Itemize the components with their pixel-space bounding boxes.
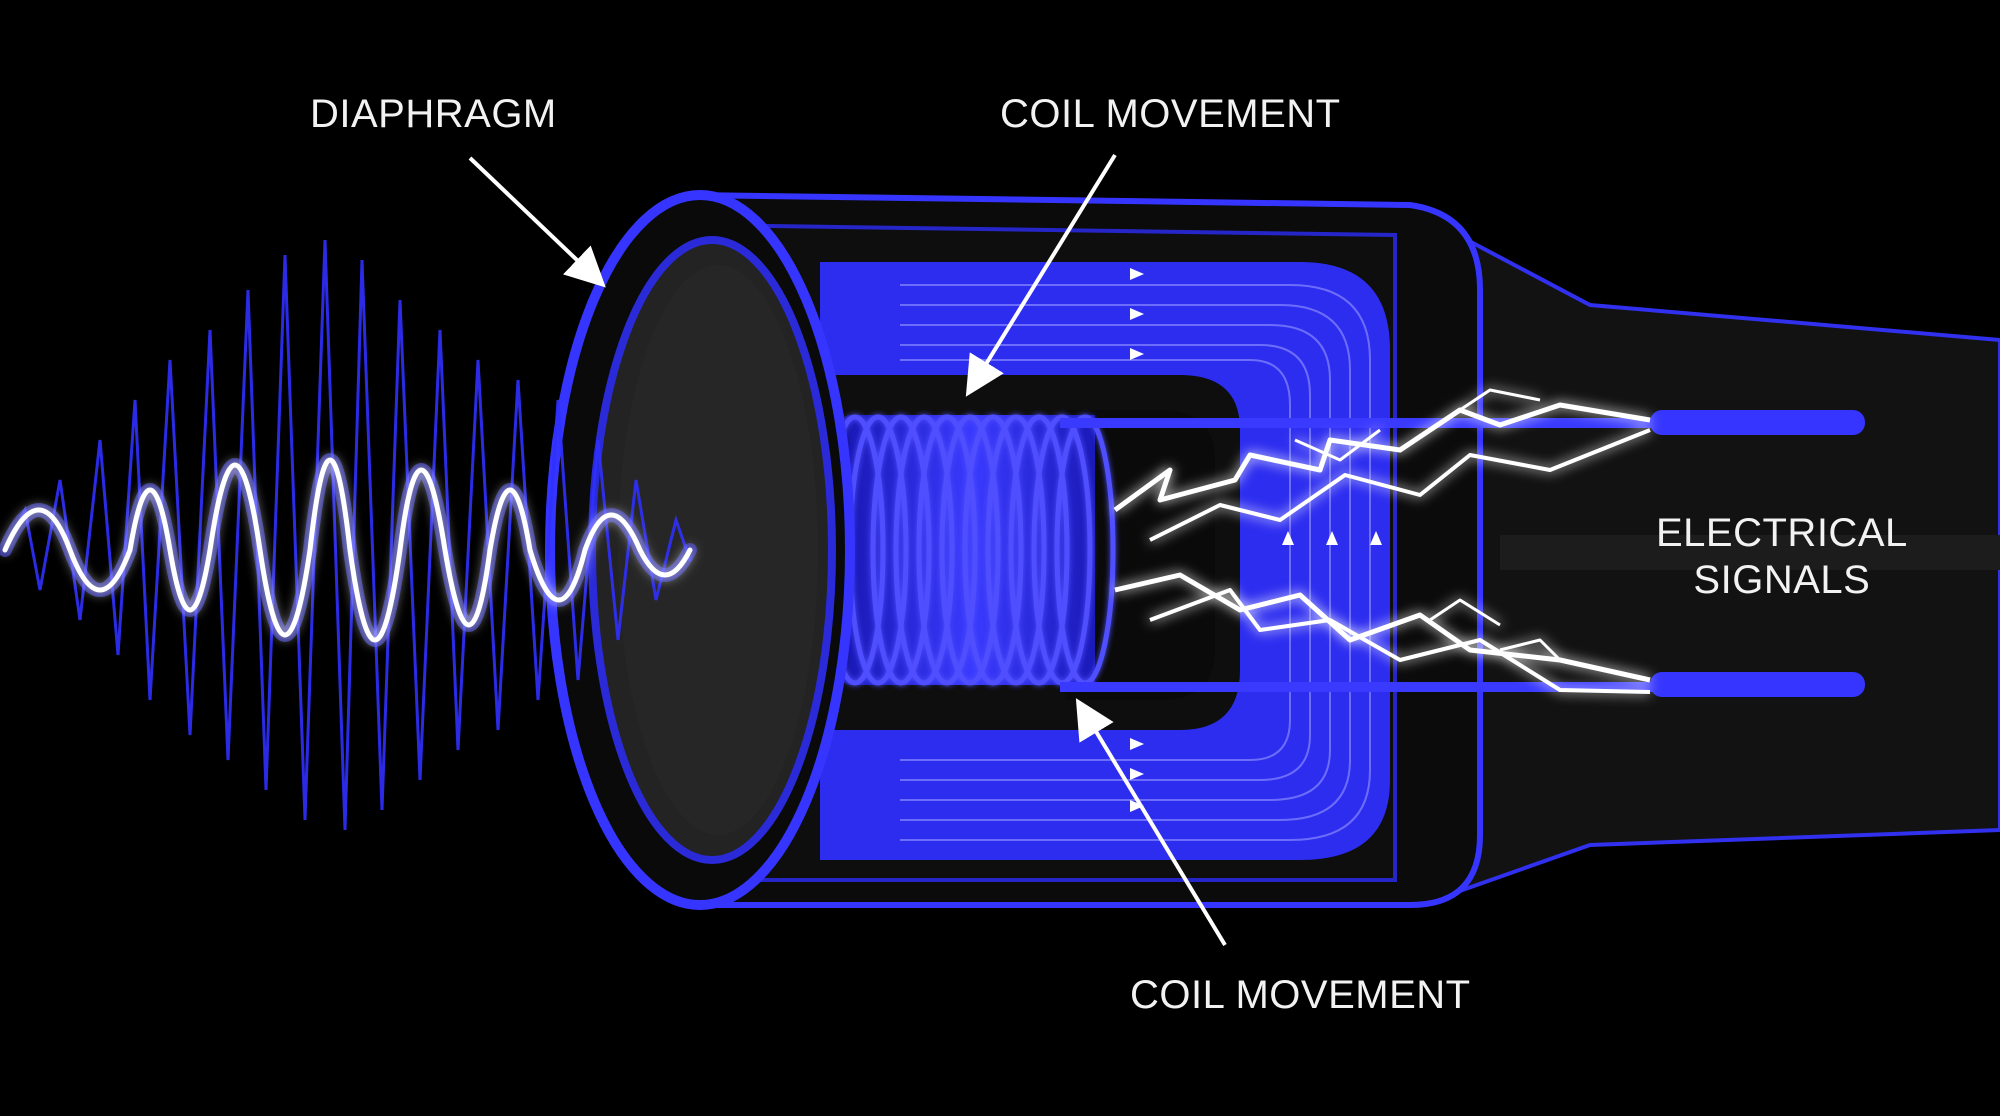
- voice-coil: [820, 414, 1116, 686]
- label-coil-movement-bottom: COIL MOVEMENT: [1130, 973, 1471, 1017]
- label-electrical-line2: SIGNALS: [1693, 558, 1871, 603]
- sound-wave: [0, 239, 697, 831]
- label-coil-movement-top: COIL MOVEMENT: [1000, 92, 1341, 136]
- flux-arrow-icons: [1130, 268, 1382, 812]
- output-leads: [1060, 410, 1865, 697]
- pointer-arrows: [468, 153, 1227, 947]
- flux-lines: [900, 284, 1371, 841]
- magnet: [820, 262, 1390, 860]
- diaphragm: [545, 190, 855, 910]
- diaphragm-arrow: [468, 156, 606, 288]
- label-electrical-signals: ELECTRICAL SIGNALS: [1656, 510, 1908, 604]
- label-diaphragm: DIAPHRAGM: [310, 92, 557, 136]
- electrical-signal-bolts: [1113, 388, 1651, 694]
- coil-top-arrow: [965, 153, 1117, 397]
- coil-bottom-arrow: [1075, 698, 1227, 947]
- label-electrical-line1: ELECTRICAL: [1656, 511, 1908, 555]
